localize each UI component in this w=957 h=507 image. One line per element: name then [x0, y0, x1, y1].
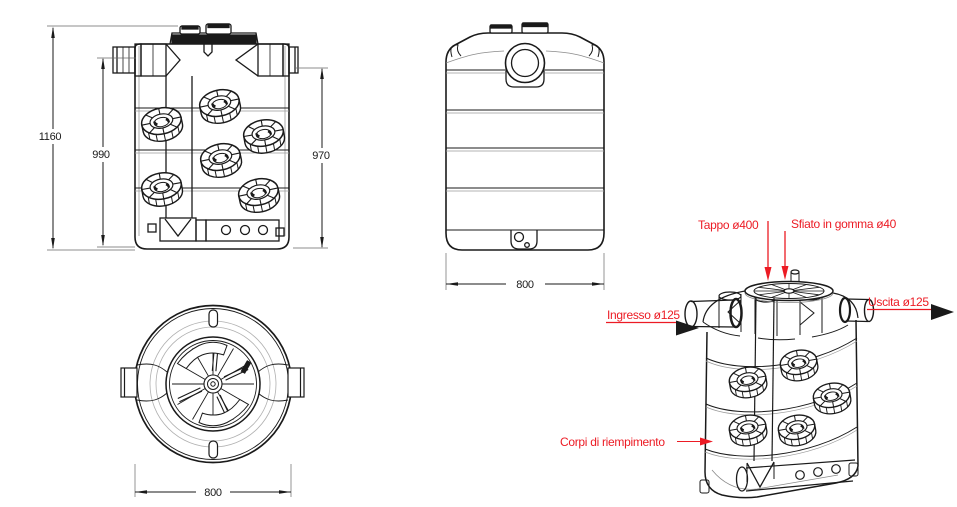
- front-bottom-assembly: [147, 217, 285, 242]
- outlet-flow-arrow-icon: [931, 304, 954, 320]
- front-vent-clip: [203, 44, 213, 57]
- top-lid-wheel: [165, 336, 261, 432]
- iso-filter-rings: [726, 346, 854, 450]
- front-lid: [169, 23, 259, 45]
- dim-label-top-width: 800: [204, 487, 222, 499]
- iso-manifold: [702, 290, 859, 341]
- side-neck-opening: [504, 42, 546, 88]
- dim-label-right-height: 970: [312, 150, 330, 162]
- iso-inlet-pipe: [684, 297, 743, 329]
- side-lid: [489, 22, 549, 34]
- side-tank-body: [445, 32, 605, 251]
- top-view: 800: [120, 304, 305, 499]
- dim-label-side-width: 800: [516, 279, 534, 291]
- top-outlet-pipe: [257, 363, 305, 402]
- iso-annotations: Tappo ø400 Sfiato in gomma ø40 Ingresso …: [560, 217, 954, 449]
- dim-label-total-height: 1160: [39, 131, 62, 143]
- side-view: 800: [445, 22, 605, 291]
- outlet-annotation-label: Uscita ø125: [868, 295, 929, 309]
- iso-lid: [744, 269, 834, 303]
- side-drain: [510, 230, 538, 250]
- front-inlet-pipe: [112, 43, 181, 77]
- front-dimensions: 1160 990 970: [39, 25, 330, 251]
- cap-annotation-label: Tappo ø400: [698, 218, 759, 232]
- front-view: 1160 990 970: [39, 23, 330, 251]
- side-dimensions: 800: [445, 253, 605, 291]
- iso-vent: [790, 269, 800, 282]
- inlet-annotation-label: Ingresso ø125: [607, 308, 680, 322]
- isometric-view: Tappo ø400 Sfiato in gomma ø40 Ingresso …: [560, 217, 954, 499]
- front-outlet-pipe: [234, 43, 299, 77]
- cap-leader-arrow-icon: [764, 267, 772, 281]
- inlet-flow-arrow-icon: [676, 320, 699, 336]
- top-rim-slots: [208, 309, 219, 459]
- front-filter-rings: [137, 84, 288, 217]
- iso-outlet-pipe: [838, 296, 875, 324]
- top-inlet-pipe: [120, 363, 168, 402]
- top-dimensions: 800: [134, 464, 292, 499]
- media-annotation-label: Corpi di riempimento: [560, 435, 665, 449]
- media-leader-arrow-icon: [700, 437, 713, 446]
- lid-position-marker: [240, 360, 252, 374]
- iso-bottom-tube: [735, 459, 856, 492]
- dim-label-left-height: 990: [92, 149, 110, 161]
- vent-leader-arrow-icon: [781, 266, 789, 280]
- vent-annotation-label: Sfiato in gomma ø40: [791, 217, 897, 231]
